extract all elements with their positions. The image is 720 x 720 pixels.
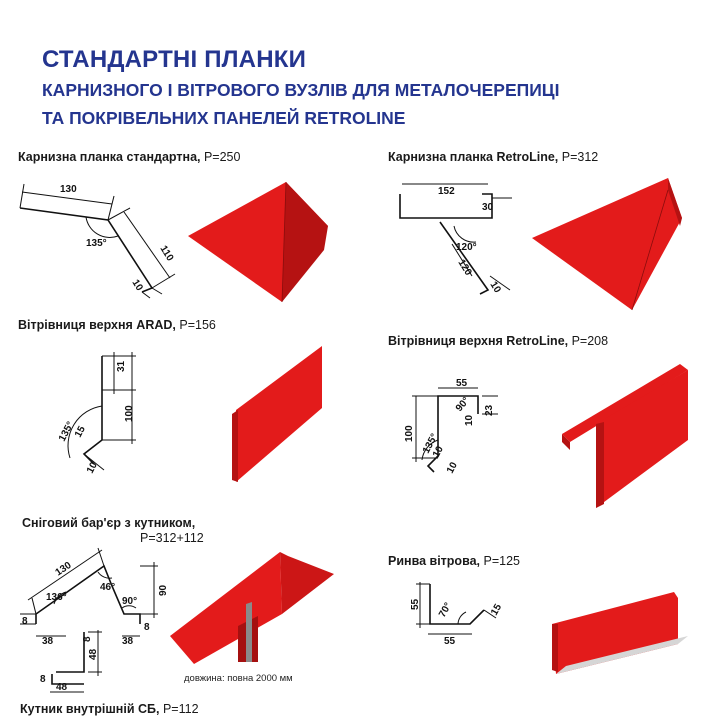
dim-label: 120° [456,242,477,253]
caption-p: P=156 [175,318,216,332]
caption-name: Ринва вітрова, [388,554,481,568]
caption-p: P=208 [568,334,609,348]
dim-label: 110 [157,244,175,264]
caption-name: Вітрівниця верхня RetroLine, [388,334,569,348]
dim-label: 8 [144,622,150,633]
dim-label: 30 [482,202,494,213]
render-wind-arad [232,346,322,482]
drawing-cornice-retroline: 152 30 120° 120 10 [399,183,512,296]
drawing-wind-arad: 31 100 135° 15 10 [57,352,136,475]
caption-name: Карнизна планка RetroLine, [388,150,559,164]
caption-wind-retroline: Вітрівниця верхня RetroLine, P=208 [388,334,608,348]
caption-name: Вітрівниця верхня ARAD, [18,318,176,332]
drawing-snow-barrier: 130 136° 46° 90° 90 8 38 38 8 [20,547,169,647]
drawing-inner-corner: 8 48 8 48 [40,630,102,693]
dim-label: 10 [487,280,502,296]
caption-name: Сніговий бар'єр з кутником, [22,516,196,530]
caption-p: P=125 [480,554,520,568]
caption-inner-corner: Кутник внутрішній СБ, P=112 [20,702,199,716]
dim-label: 31 [116,360,127,372]
caption-p: P=250 [200,150,241,164]
dim-label: 70° [437,601,454,620]
dim-label: 8 [82,636,93,642]
caption-snow-barrier-p: P=312+112 [140,531,204,545]
dim-label: 8 [22,616,28,627]
dim-label: 48 [88,648,99,660]
dim-label: 10 [464,414,475,426]
dim-label: 136° [46,592,67,603]
dim-label: 10 [431,444,446,459]
dim-label: 38 [42,636,54,647]
caption-cornice-retroline: Карнизна планка RetroLine, P=312 [388,150,598,164]
caption-p: P=112 [159,702,199,716]
drawing-wind-retroline: 55 90° 10 23 100 135° 10 10 [404,378,498,475]
dim-label: 100 [404,425,415,442]
caption-name: Кутник внутрішній СБ, [20,702,160,716]
length-note: довжина: повна 2000 мм [184,673,293,684]
dim-label: 100 [124,405,135,422]
dim-label: 152 [438,186,455,197]
dim-label: 135° [86,238,107,249]
page-subtitle-line-1: КАРНИЗНОГО І ВІТРОВОГО ВУЗЛІВ ДЛЯ МЕТАЛО… [42,80,560,100]
caption-p: P=312+112 [140,531,204,545]
dim-label: 90° [122,596,137,607]
caption-name: Карнизна планка стандартна, [18,150,201,164]
dim-label: 90 [158,584,169,596]
dim-label: 8 [40,674,46,685]
drawing-wind-gutter: 55 70° 15 55 [410,582,504,647]
caption-wind-arad: Вітрівниця верхня ARAD, P=156 [18,318,216,332]
dim-label: 130 [54,560,74,579]
render-cornice-standard [188,181,328,303]
dim-label: 55 [456,378,468,389]
dim-label: 15 [489,602,504,618]
page-title: СТАНДАРТНІ ПЛАНКИ [42,46,307,73]
render-wind-gutter [552,592,688,674]
render-wind-retroline [562,364,688,508]
dim-label: 55 [444,636,456,647]
dim-label: 130 [60,184,77,195]
caption-p: P=312 [558,150,599,164]
dim-label: 10 [85,460,100,475]
dim-label: 15 [73,424,88,439]
drawing-cornice-standard: 130 135° 110 10 [19,183,176,299]
dim-label: 48 [56,682,68,693]
dim-label: 55 [410,598,421,610]
dim-label: 90° [454,395,472,414]
render-cornice-retroline [532,178,682,311]
caption-snow-barrier: Сніговий бар'єр з кутником, [22,516,195,530]
dim-label: 10 [445,460,460,475]
dim-label: 38 [122,636,134,647]
caption-wind-gutter: Ринва вітрова, P=125 [388,554,520,568]
dim-label: 46° [100,582,115,593]
caption-cornice-standard: Карнизна планка стандартна, P=250 [18,150,240,164]
dim-label: 23 [484,404,495,416]
page-subtitle-line-2: ТА ПОКРІВЕЛЬНИХ ПАНЕЛЕЙ RETROLINE [42,108,406,128]
render-snow-barrier [170,552,334,664]
